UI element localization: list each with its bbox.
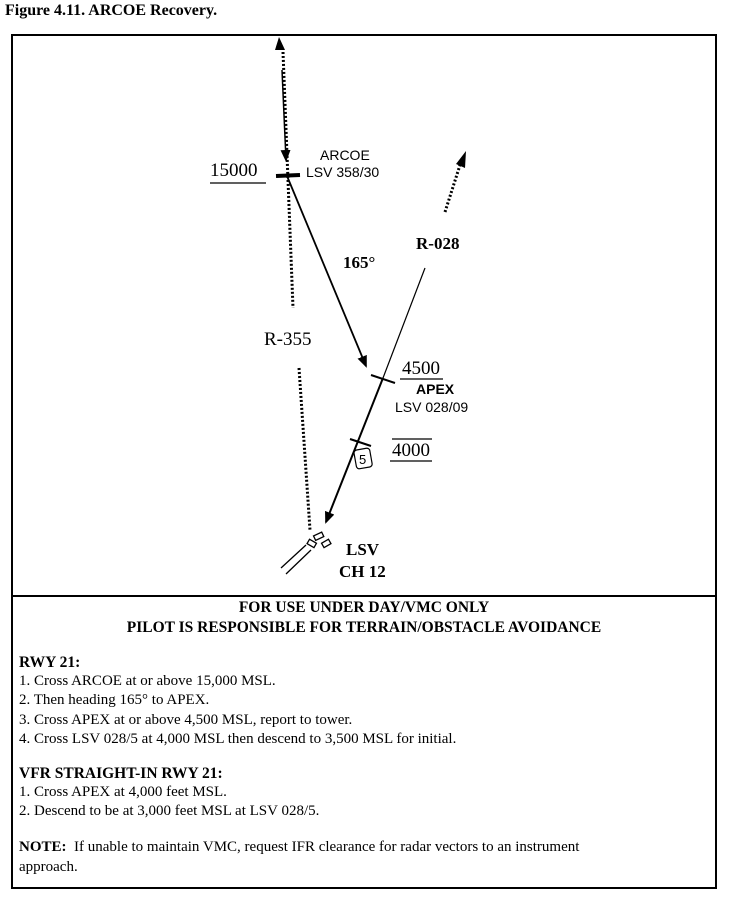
rwy21-step: 1. Cross ARCOE at or above 15,000 MSL. xyxy=(19,673,276,689)
apex-fix-bar xyxy=(370,374,396,384)
r028-dotted-line xyxy=(443,164,462,213)
r028-arrow-head xyxy=(456,151,466,168)
radial-355-label: R-355 xyxy=(264,329,312,350)
vfr-title: VFR STRAIGHT-IN RWY 21: xyxy=(19,764,223,782)
radial-028-label: R-028 xyxy=(416,234,459,253)
figure-frame xyxy=(11,34,717,889)
heading-label: 165° xyxy=(343,253,375,272)
inbound-line-to-arcoe xyxy=(280,69,291,162)
section-divider xyxy=(11,595,717,597)
final-leg xyxy=(325,377,384,524)
r028-thin-radial xyxy=(382,267,426,379)
procedure-text: FOR USE UNDER DAY/VMC ONLY PILOT IS RESP… xyxy=(19,597,709,877)
rwy21-step: 3. Cross APEX at or above 4,500 MSL, rep… xyxy=(19,711,353,728)
caution-line-1: FOR USE UNDER DAY/VMC ONLY xyxy=(238,599,490,616)
arcoe-fix: LSV 358/30 xyxy=(306,164,379,180)
rwy21-title: RWY 21: xyxy=(19,654,81,671)
approach-diagram: 15000 ARCOE LSV 358/30 165° R-355 R-028 … xyxy=(210,37,468,581)
caution-line-2: PILOT IS RESPONSIBLE FOR TERRAIN/OBSTACL… xyxy=(126,619,602,636)
apex-name: APEX xyxy=(416,381,455,397)
arcoe-name: ARCOE xyxy=(320,147,370,163)
figure-title: Figure 4.11. ARCOE Recovery. xyxy=(5,2,218,19)
r355-lower-dotted-line xyxy=(297,367,312,531)
arcoe-altitude: 15000 xyxy=(210,160,258,181)
north-arrow-head xyxy=(275,37,285,50)
vfr-step: 2. Descend to be at 3,000 feet MSL at LS… xyxy=(19,803,320,820)
runway-line-b xyxy=(285,549,312,575)
caution-block: FOR USE UNDER DAY/VMC ONLY PILOT IS RESP… xyxy=(19,598,709,638)
rwy21-step: 2. Then heading 165° to APEX. xyxy=(19,692,210,709)
tacan-station-icon xyxy=(306,531,332,549)
dme-altitude: 4000 xyxy=(392,440,430,461)
note-text-line-1: If unable to maintain VMC, request IFR c… xyxy=(66,839,580,856)
station-channel: CH 12 xyxy=(339,562,386,581)
note-text-line-2: approach. xyxy=(19,858,78,875)
note-block: NOTE: If unable to maintain VMC, request… xyxy=(19,838,709,877)
vfr-step: 1. Cross APEX at 4,000 feet MSL. xyxy=(19,783,227,800)
heading-165-leg xyxy=(286,175,367,368)
dme-fix-bar xyxy=(349,438,372,447)
runway-line-a xyxy=(280,544,307,569)
apex-altitude: 4500 xyxy=(402,358,440,379)
arcoe-fix-bar xyxy=(275,173,301,178)
dme-marker: 5 xyxy=(359,452,366,467)
station-id: LSV xyxy=(346,540,380,559)
apex-fix: LSV 028/09 xyxy=(395,399,468,415)
note-label: NOTE: xyxy=(19,839,67,856)
rwy21-step: 4. Cross LSV 028/5 at 4,000 MSL then des… xyxy=(19,731,457,748)
dme-marker-box xyxy=(353,447,373,470)
